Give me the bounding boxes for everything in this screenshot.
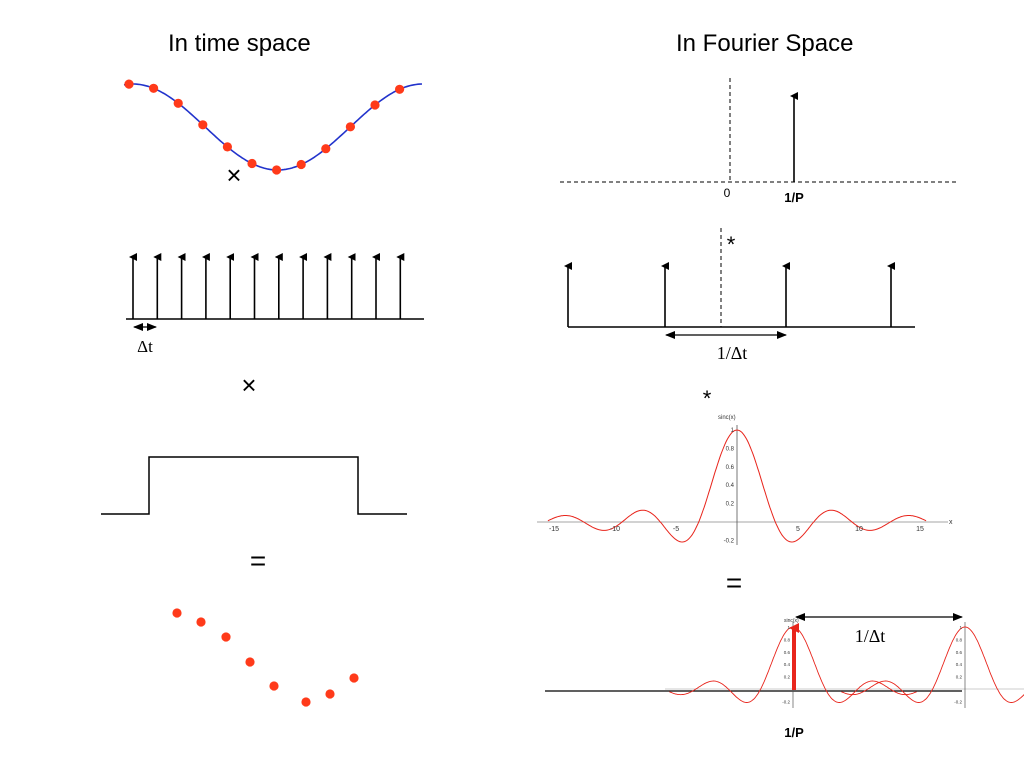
impulse-train-panel: Δt [126,253,424,356]
result-y-tick-label: 0.2 [956,675,963,680]
result-sinc-function-label: sinc(x) [784,618,799,624]
sinc-x-tick-label: 10 [855,526,863,533]
inv-period-label-top: 1/P [784,190,804,205]
result-y-tick-label: 0.2 [784,675,791,680]
heading-fourier-space: In Fourier Space [676,30,854,57]
sinc-x-tick-label: 5 [796,526,800,533]
result-y-tick-label: 0.8 [956,637,963,642]
result-y-tick-label: 0.4 [956,662,963,667]
windowed-sample-dot [245,657,255,667]
sample-dot [395,84,405,94]
sinc-x-ticks: -15 -10 -5 5 10 15 [549,526,924,533]
sample-dot [321,144,331,154]
sine-curve [123,83,423,171]
sinc-y-tick-label: 1 [731,428,735,434]
fourier-comb-panel: 1/Δt [564,228,915,363]
sample-dot [124,79,134,89]
sinc-y-tick-label: 0.8 [726,446,735,452]
multiply-operator-1: × [226,160,241,190]
delta-t-label: Δt [137,337,153,356]
result-sinc-curve [841,626,1024,703]
windowed-sample-dot [172,608,182,618]
sample-dot [296,159,306,170]
sinc-y-tick-label: 0.2 [726,502,735,508]
sample-dot [173,98,183,108]
equals-operator-right: = [726,567,742,598]
sinc-y-tick-label: -0.2 [724,538,735,544]
sinc-curve [547,429,927,543]
sine-sample-dots [124,79,405,175]
sinc-y-ticks: 1 0.8 0.6 0.4 0.2 -0.2 [724,428,735,544]
sinc-x-axis-label: x [949,519,953,526]
result-y-tick-label: 0.6 [956,650,963,655]
sample-dot [198,120,208,130]
equals-operator-left: = [250,545,266,576]
zero-label: 0 [724,186,731,200]
result-spectrum-panel: 1 0.8 0.6 0.4 0.2 -0.2 1 0.8 0.6 0.4 0.2 -0.2 sinc(… [545,613,1024,740]
inv-delta-t-label-2: 1/Δt [855,626,886,646]
result-y-tick-label: 0.8 [784,637,791,642]
windowed-sample-dots [172,608,359,707]
windowed-sample-dot [269,681,279,691]
result-y-tick-label: -0.2 [782,699,790,704]
sinc-x-tick-label: -15 [549,526,559,533]
sample-dot [345,122,355,132]
sinc-function-label: sinc(x) [718,415,736,421]
rectangular-window [101,456,407,515]
sampled-sine-panel [123,79,423,175]
sample-dot [247,158,257,169]
sine-spectrum-panel: 0 1/P [560,78,958,205]
sinc-y-tick-label: 0.4 [726,483,735,489]
impulse-train-arrows [129,253,405,319]
sinc-x-tick-label: 15 [916,526,924,533]
inv-delta-t-label-1: 1/Δt [717,343,748,363]
result-y-tick-label: 1 [959,625,962,630]
multiply-operator-2: × [241,370,256,400]
windowed-sample-dot [325,689,335,699]
sinc-y-tick-label: 0.6 [726,465,735,471]
windowed-sample-dot [221,632,231,642]
result-y-tick-label: -0.2 [954,699,962,704]
sinc-x-tick-label: -5 [673,526,679,533]
windowed-sample-dot [196,617,206,627]
sample-dot [222,142,232,152]
result-y-tick-label: 0.6 [784,650,791,655]
sample-dot [149,83,159,93]
sinc-plot-panel: sinc(x) x 1 0.8 0.6 0.4 0.2 -0.2 -15 -10 -5 5 10 1… [537,415,953,545]
heading-time-space: In time space [168,30,311,57]
result-y-tick-label: 1 [787,625,790,630]
inv-period-label-bottom: 1/P [784,725,804,740]
windowed-sample-dot [301,697,311,707]
convolve-operator-2: * [703,386,712,411]
sample-dot [272,165,282,175]
convolve-operator-1: * [727,232,736,257]
result-y-ticks: 1 0.8 0.6 0.4 0.2 -0.2 1 0.8 0.6 0.4 0.2 -0.2 [782,625,962,704]
sample-dot [370,100,380,110]
sinc-x-tick-label: -10 [610,526,620,533]
result-y-tick-label: 0.4 [784,662,791,667]
windowed-sample-dot [349,673,359,683]
